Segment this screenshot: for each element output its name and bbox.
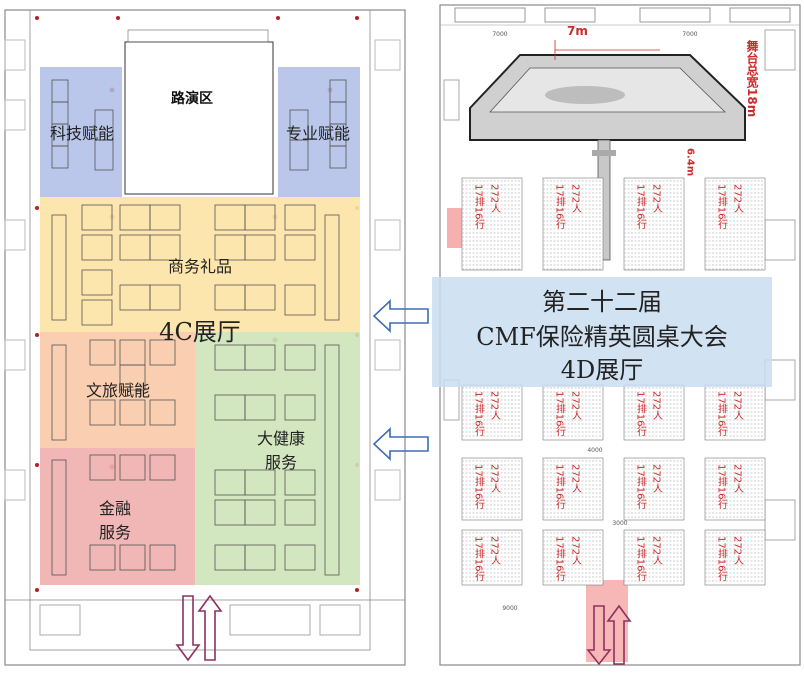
hall-4c-plan: 路演区 bbox=[4, 9, 406, 666]
seat-count-label: 272人 bbox=[732, 536, 744, 565]
svg-text:服务: 服务 bbox=[99, 523, 131, 542]
runway-label: 6.4m bbox=[685, 148, 696, 176]
seat-row-label: 17排16行 bbox=[473, 391, 485, 437]
connect-arrow-lower bbox=[372, 427, 429, 461]
seat-count-label: 272人 bbox=[651, 536, 663, 565]
zone-tech-label: 科技赋能 bbox=[50, 124, 114, 143]
seat-block: 17排16行 272人 bbox=[704, 384, 766, 441]
seat-row-label: 17排16行 bbox=[473, 464, 485, 510]
seat-count-label: 272人 bbox=[570, 391, 582, 420]
seat-block: 17排16行 272人 bbox=[542, 384, 604, 441]
seat-block: 17排16行 272人 bbox=[704, 177, 766, 271]
roadshow-label: 路演区 bbox=[171, 90, 213, 107]
seat-block: 17排16行 272人 bbox=[542, 177, 604, 271]
seat-block: 17排16行 272人 bbox=[623, 457, 685, 521]
hall-connection-arrows bbox=[372, 299, 429, 461]
booth-grid bbox=[51, 79, 347, 576]
hall-4c-name: 4C展厅 bbox=[159, 318, 241, 346]
seat-block: 17排16行 272人 bbox=[461, 529, 523, 586]
seat-count-label: 272人 bbox=[732, 391, 744, 420]
banner-line-1: 第二十二届 bbox=[542, 288, 662, 316]
connect-arrow-upper bbox=[372, 299, 429, 333]
conference-banner bbox=[432, 277, 772, 387]
column-markers-left bbox=[4, 39, 401, 501]
zone-gift bbox=[40, 197, 360, 332]
seat-count-label: 272人 bbox=[570, 184, 582, 213]
top-wall-detail bbox=[454, 7, 791, 23]
hall-4d-up-down-arrows bbox=[586, 604, 632, 666]
main-stage bbox=[469, 40, 746, 261]
zone-pro-label: 专业赋能 bbox=[286, 124, 350, 143]
seat-block: 17排16行 272人 bbox=[704, 529, 766, 586]
seat-row-label: 17排16行 bbox=[716, 536, 728, 582]
zone-finance-label: 金融 服务 bbox=[99, 499, 131, 542]
seat-count-label: 272人 bbox=[570, 536, 582, 565]
zone-tech bbox=[40, 67, 122, 197]
bottom-entrance bbox=[586, 580, 628, 662]
hall-4d-plan: 7000 7000 4000 3000 9000 7m 舞台总宽18m 6.4m… bbox=[432, 4, 801, 666]
seat-count-label: 272人 bbox=[489, 536, 501, 565]
zone-health bbox=[195, 332, 360, 585]
seat-block: 17排16行 272人 bbox=[542, 529, 604, 586]
zone-travel-label: 文旅赋能 bbox=[86, 381, 150, 400]
dim-label-2: 7000 bbox=[682, 31, 697, 38]
banner-line-3: 4D展厅 bbox=[561, 356, 644, 384]
seat-block: 17排16行 272人 bbox=[461, 384, 523, 441]
seat-row-label: 17排16行 bbox=[554, 391, 566, 437]
seat-count-label: 272人 bbox=[651, 184, 663, 213]
seat-row-label: 17排16行 bbox=[554, 464, 566, 510]
seat-row-label: 17排16行 bbox=[635, 391, 647, 437]
seat-count-label: 272人 bbox=[732, 464, 744, 493]
dim-label-4: 3000 bbox=[612, 520, 627, 527]
seat-row-label: 17排16行 bbox=[635, 464, 647, 510]
seat-count-label: 272人 bbox=[489, 391, 501, 420]
svg-text:服务: 服务 bbox=[265, 453, 297, 472]
seat-block: 17排16行 272人 bbox=[623, 177, 685, 271]
seat-block: 17排16行 272人 bbox=[542, 457, 604, 521]
seat-row-label: 17排16行 bbox=[473, 184, 485, 230]
seat-count-label: 272人 bbox=[732, 184, 744, 213]
seat-block: 17排16行 272人 bbox=[704, 457, 766, 521]
seat-row-label: 17排16行 bbox=[716, 464, 728, 510]
seat-block: 17排16行 272人 bbox=[461, 177, 523, 271]
roadshow-stage bbox=[124, 41, 274, 195]
stage-depth-label: 7m bbox=[567, 24, 588, 38]
seat-row-label: 17排16行 bbox=[554, 184, 566, 230]
seat-count-label: 272人 bbox=[489, 464, 501, 493]
seat-count-label: 272人 bbox=[570, 464, 582, 493]
entrance-up-down-arrows bbox=[175, 594, 223, 662]
seat-count-label: 272人 bbox=[651, 391, 663, 420]
svg-text:大健康: 大健康 bbox=[257, 429, 305, 448]
dim-label-3: 4000 bbox=[587, 447, 602, 454]
seat-row-label: 17排16行 bbox=[635, 184, 647, 230]
zone-gift-label: 商务礼品 bbox=[168, 257, 232, 276]
zone-health-label: 大健康 服务 bbox=[257, 429, 305, 472]
banner-line-2: CMF保险精英圆桌大会 bbox=[476, 323, 728, 351]
seat-row-label: 17排16行 bbox=[716, 391, 728, 437]
seat-count-label: 272人 bbox=[651, 464, 663, 493]
dim-label-1: 7000 bbox=[492, 31, 507, 38]
seat-row-label: 17排16行 bbox=[716, 184, 728, 230]
seat-block: 17排16行 272人 bbox=[461, 457, 523, 521]
dim-label-5: 9000 bbox=[502, 605, 517, 612]
seat-count-label: 272人 bbox=[489, 184, 501, 213]
seat-block: 17排16行 272人 bbox=[623, 529, 685, 586]
seat-row-label: 17排16行 bbox=[635, 536, 647, 582]
seat-row-label: 17排16行 bbox=[554, 536, 566, 582]
hall-4c-south-wall bbox=[5, 599, 405, 636]
seat-row-label: 17排16行 bbox=[473, 536, 485, 582]
seat-blocks: 17排16行 272人 17排16行 272人 17排16行 272人 17排16行 272人… bbox=[461, 177, 766, 586]
stage-width-label: 舞台总宽18m bbox=[745, 39, 759, 118]
right-wall-columns bbox=[443, 29, 796, 541]
seat-block: 17排16行 272人 bbox=[623, 384, 685, 441]
svg-text:金融: 金融 bbox=[99, 499, 131, 518]
